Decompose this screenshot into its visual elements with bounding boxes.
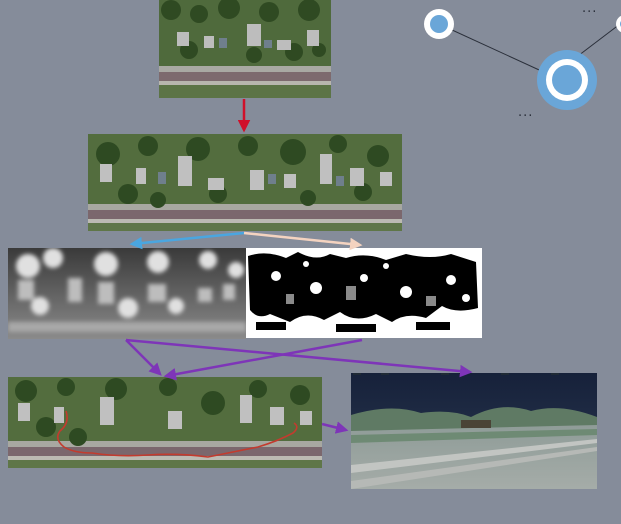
- graph-node-icon: [424, 9, 621, 110]
- depth-map-icon: [8, 248, 246, 339]
- arrow-depth-to-overlay: [125, 339, 162, 376]
- graph-ellipsis-top: ...: [582, 1, 598, 16]
- aerial-crop-panel: [159, 0, 331, 98]
- arrow-overlay-to-render: [321, 421, 349, 434]
- aerial-street-panel: [88, 134, 402, 231]
- render-3d-panel: [351, 373, 597, 489]
- mask-icon: [246, 248, 482, 338]
- arrow-street-to-depth: [129, 231, 245, 250]
- arrow-street-to-mask: [243, 231, 363, 251]
- graph-ellipsis-bottom: ...: [518, 105, 534, 120]
- segmentation-mask-panel: [246, 248, 482, 338]
- aerial-photo-icon: [159, 0, 331, 98]
- aerial-photo-icon: [88, 134, 402, 231]
- arrow-mask-to-overlay: [163, 338, 363, 381]
- graph-diagram: [415, 0, 621, 130]
- trajectory-overlay-panel: [8, 377, 322, 468]
- 3d-render-icon: [351, 373, 597, 489]
- depth-map-panel: [8, 248, 246, 339]
- aerial-photo-icon: [8, 377, 322, 468]
- arrow-depth-to-render: [125, 338, 473, 378]
